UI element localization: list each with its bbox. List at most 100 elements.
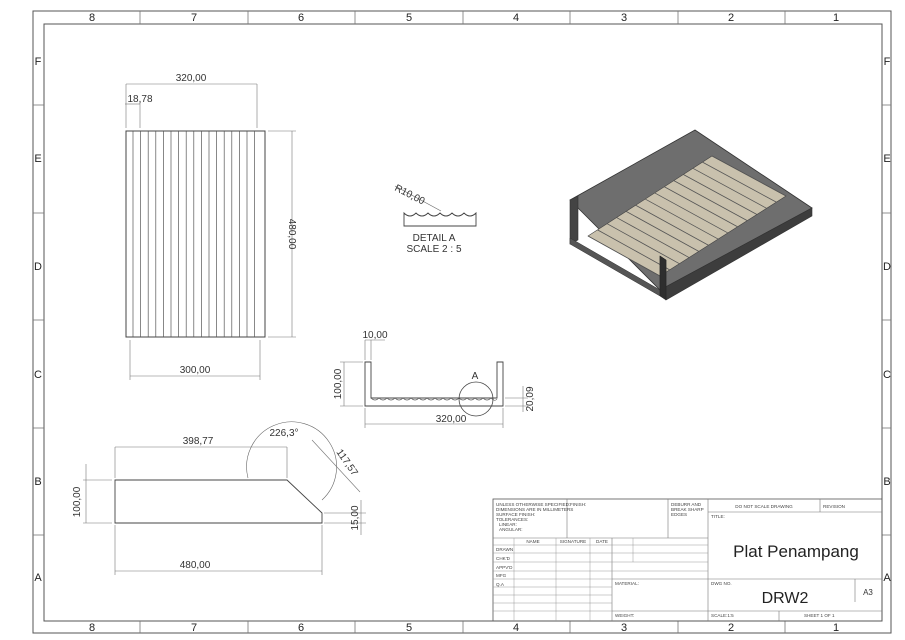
tb-col-name: NAME [526,539,539,544]
detail-profile [403,211,477,227]
zone-col-3-bottom: 3 [621,622,627,634]
tb-deburr-2: EDGES [671,512,687,517]
tb-col-signature: SIGNATURE [560,539,586,544]
flat-top-label: 398,77 [183,436,214,447]
zone-row-b: B [34,476,41,488]
detail-callout-label: A [472,371,479,382]
detail-callout-circle [458,381,494,417]
flat-small-label: 15,00 [350,505,361,530]
zone-labels-bottom: 8 7 6 5 4 3 2 1 [89,622,839,634]
zone-row-c-right: C [883,369,891,381]
tb-dwg-no: DRW2 [762,590,809,607]
tb-title-label: TITLE: [711,514,725,519]
iso-rib-line [645,198,719,240]
front-pitch-label: 18,78 [127,94,152,105]
front-bottom-label: 300,00 [180,365,211,376]
tb-deburr-1: BREAK SHARP [671,507,704,512]
iso-right-flange [659,255,667,301]
section-depth-label: 20,09 [525,386,536,411]
tb-deburr-0: DEBURR AND [671,502,702,507]
zone-row-d: D [34,261,42,273]
signature-grid [493,538,708,621]
zone-row-f: F [35,56,42,68]
detail-leader [394,185,442,212]
tb-material: MATERIAL: [615,581,639,586]
section-ripples [370,397,498,401]
section-profile [364,361,504,407]
zone-col-2-bottom: 2 [728,622,734,634]
flat-angle-label: 226,3° [269,428,298,439]
detail-scale: SCALE 2 : 5 [406,244,461,255]
zone-col-5: 5 [406,12,412,24]
zone-row-f-right: F [884,56,891,68]
iso-rib-line [587,235,661,277]
title-block-frame [492,498,883,622]
inner-border [43,23,883,622]
zone-labels-top: 8 7 6 5 4 3 2 1 [89,12,839,24]
zone-row-b-right: B [883,476,890,488]
zone-col-1: 1 [833,12,839,24]
zone-col-8: 8 [89,12,95,24]
iso-rib-line [683,174,758,215]
iso-rib-line [692,167,767,209]
flat-view: 398,77 226,3° 117,57 100,00 15,00 480,00 [72,421,366,575]
zone-row-a: A [34,572,42,584]
iso-left-wall [569,195,579,245]
iso-rib-line [606,223,680,265]
tb-finish: FINISH: [570,502,586,507]
zone-col-1-bottom: 1 [833,622,839,634]
zone-col-6: 6 [298,12,304,24]
title-block: UNLESS OTHERWISE SPECIFIED: DIMENSIONS A… [492,498,883,622]
tb-title: Plat Penampang [733,542,859,561]
section-view: A 10,00 100,00 20,09 320,00 [333,330,536,428]
tb-dwg-no-label: DWG NO. [711,581,732,586]
iso-rib-line [625,211,699,252]
tb-note-5: ANGULAR: [499,527,523,532]
section-height-label: 100,00 [333,368,344,399]
iso-rib-line [654,192,729,234]
tb-note-1: DIMENSIONS ARE IN MILLIMETERS [496,507,573,512]
detail-radius-label: R10,00 [393,183,427,208]
zone-col-3: 3 [621,12,627,24]
iso-rib-line [635,204,709,246]
zone-ticks [33,11,891,633]
front-height-label: 480,00 [286,219,297,250]
angle-arc [246,421,337,501]
zone-row-e: E [34,153,41,165]
zone-row-d-right: D [883,261,891,273]
zone-col-8-bottom: 8 [89,622,95,634]
tb-sheet: SHEET 1 OF 1 [804,613,835,618]
zone-row-c: C [34,369,42,381]
tb-row-mfg: MFG [496,573,507,578]
tb-scale: SCALE:1:5 [711,613,734,618]
iso-rib-line [702,161,777,203]
zone-row-e-right: E [883,153,890,165]
iso-rib-lines [587,155,787,277]
iso-rib-line [673,180,748,221]
flat-chamfer-label: 117,57 [334,447,360,478]
dim-line [311,439,361,493]
tb-note-4: LINEAR: [499,522,517,527]
tb-col-date: DATE [596,539,608,544]
tb-note-2: SURFACE FINISH: [496,512,535,517]
isometric-view [569,129,813,301]
tb-note-3: TOLERANCES: [496,517,528,522]
iso-rib-line [711,155,787,197]
flat-outline [114,479,323,524]
zone-col-2: 2 [728,12,734,24]
tb-row-qa: Q.A [496,582,505,587]
zone-col-7-bottom: 7 [191,622,197,634]
tb-row-appvd: APPV'D [496,565,513,570]
zone-col-6-bottom: 6 [298,622,304,634]
iso-rib-line [664,186,738,228]
tb-note-0: UNLESS OTHERWISE SPECIFIED: [496,502,570,507]
zone-col-5-bottom: 5 [406,622,412,634]
front-view-outline [125,130,266,338]
zone-col-7: 7 [191,12,197,24]
zone-row-a-right: A [883,572,891,584]
detail-title: DETAIL A [413,233,456,244]
section-width-label: 320,00 [436,414,467,425]
flat-height-label: 100,00 [72,486,83,517]
zone-col-4: 4 [513,12,519,24]
